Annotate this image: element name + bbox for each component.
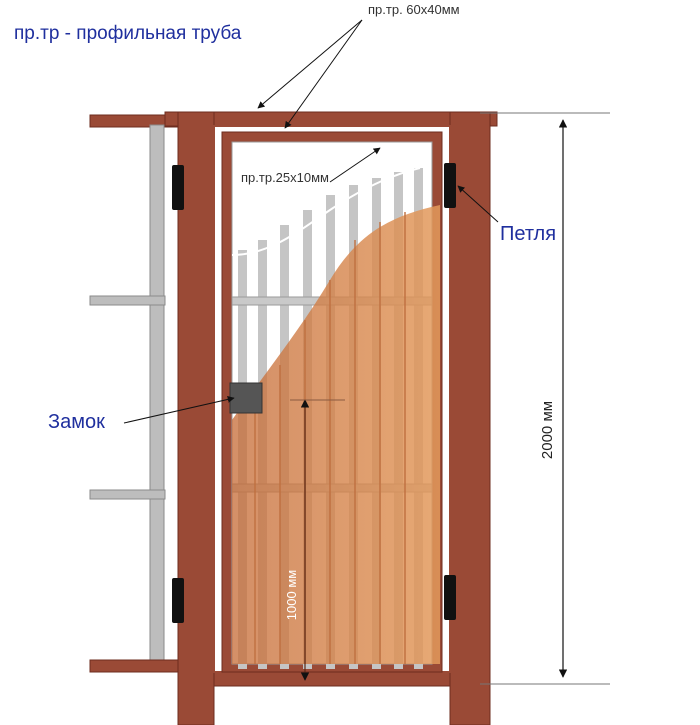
legend-text: пр.тр - профильная труба: [14, 23, 242, 44]
cutaway-edge: [231, 167, 421, 256]
frame-pipe-leader-a: [257, 19, 363, 109]
cladding-panel: [232, 205, 440, 664]
hinge-icon: [444, 163, 456, 208]
hinge-icon: [172, 578, 184, 623]
left-fence: [89, 114, 191, 673]
frame-pipe-label: пр.тр. 60х40мм: [368, 2, 460, 17]
dimension-1000: 1000 мм: [284, 399, 345, 681]
gate-frame: [164, 111, 498, 725]
left-fence-bar: [89, 295, 166, 306]
height-lock-label: 1000 мм: [284, 570, 299, 620]
left-fence-bar: [89, 489, 166, 500]
door-leaf: [213, 125, 451, 673]
hinge-label: Петля: [500, 223, 556, 245]
hinge-icon: [172, 165, 184, 210]
left-fence-bottom-rail: [89, 659, 191, 673]
slat-pipe-label: пр.тр.25х10мм: [241, 170, 329, 185]
hinges: [172, 163, 456, 623]
slat-pipe-leader: [329, 147, 381, 183]
left-post: [177, 111, 215, 725]
hinge-icon: [444, 575, 456, 620]
lock-icon: [229, 382, 263, 414]
height-total-label: 2000 мм: [539, 401, 556, 459]
hinge-leader: [457, 185, 499, 223]
right-post: [449, 111, 491, 725]
dimension-2000: 2000 мм: [480, 112, 610, 685]
frame-pipe-leader-b: [284, 19, 363, 129]
frame-top-beam: [164, 111, 498, 127]
lock-label: Замок: [48, 411, 105, 433]
lock-leader: [123, 395, 235, 424]
leaders: [123, 19, 499, 424]
left-fence-post: [149, 124, 165, 671]
frame-bottom-beam: [213, 671, 451, 687]
